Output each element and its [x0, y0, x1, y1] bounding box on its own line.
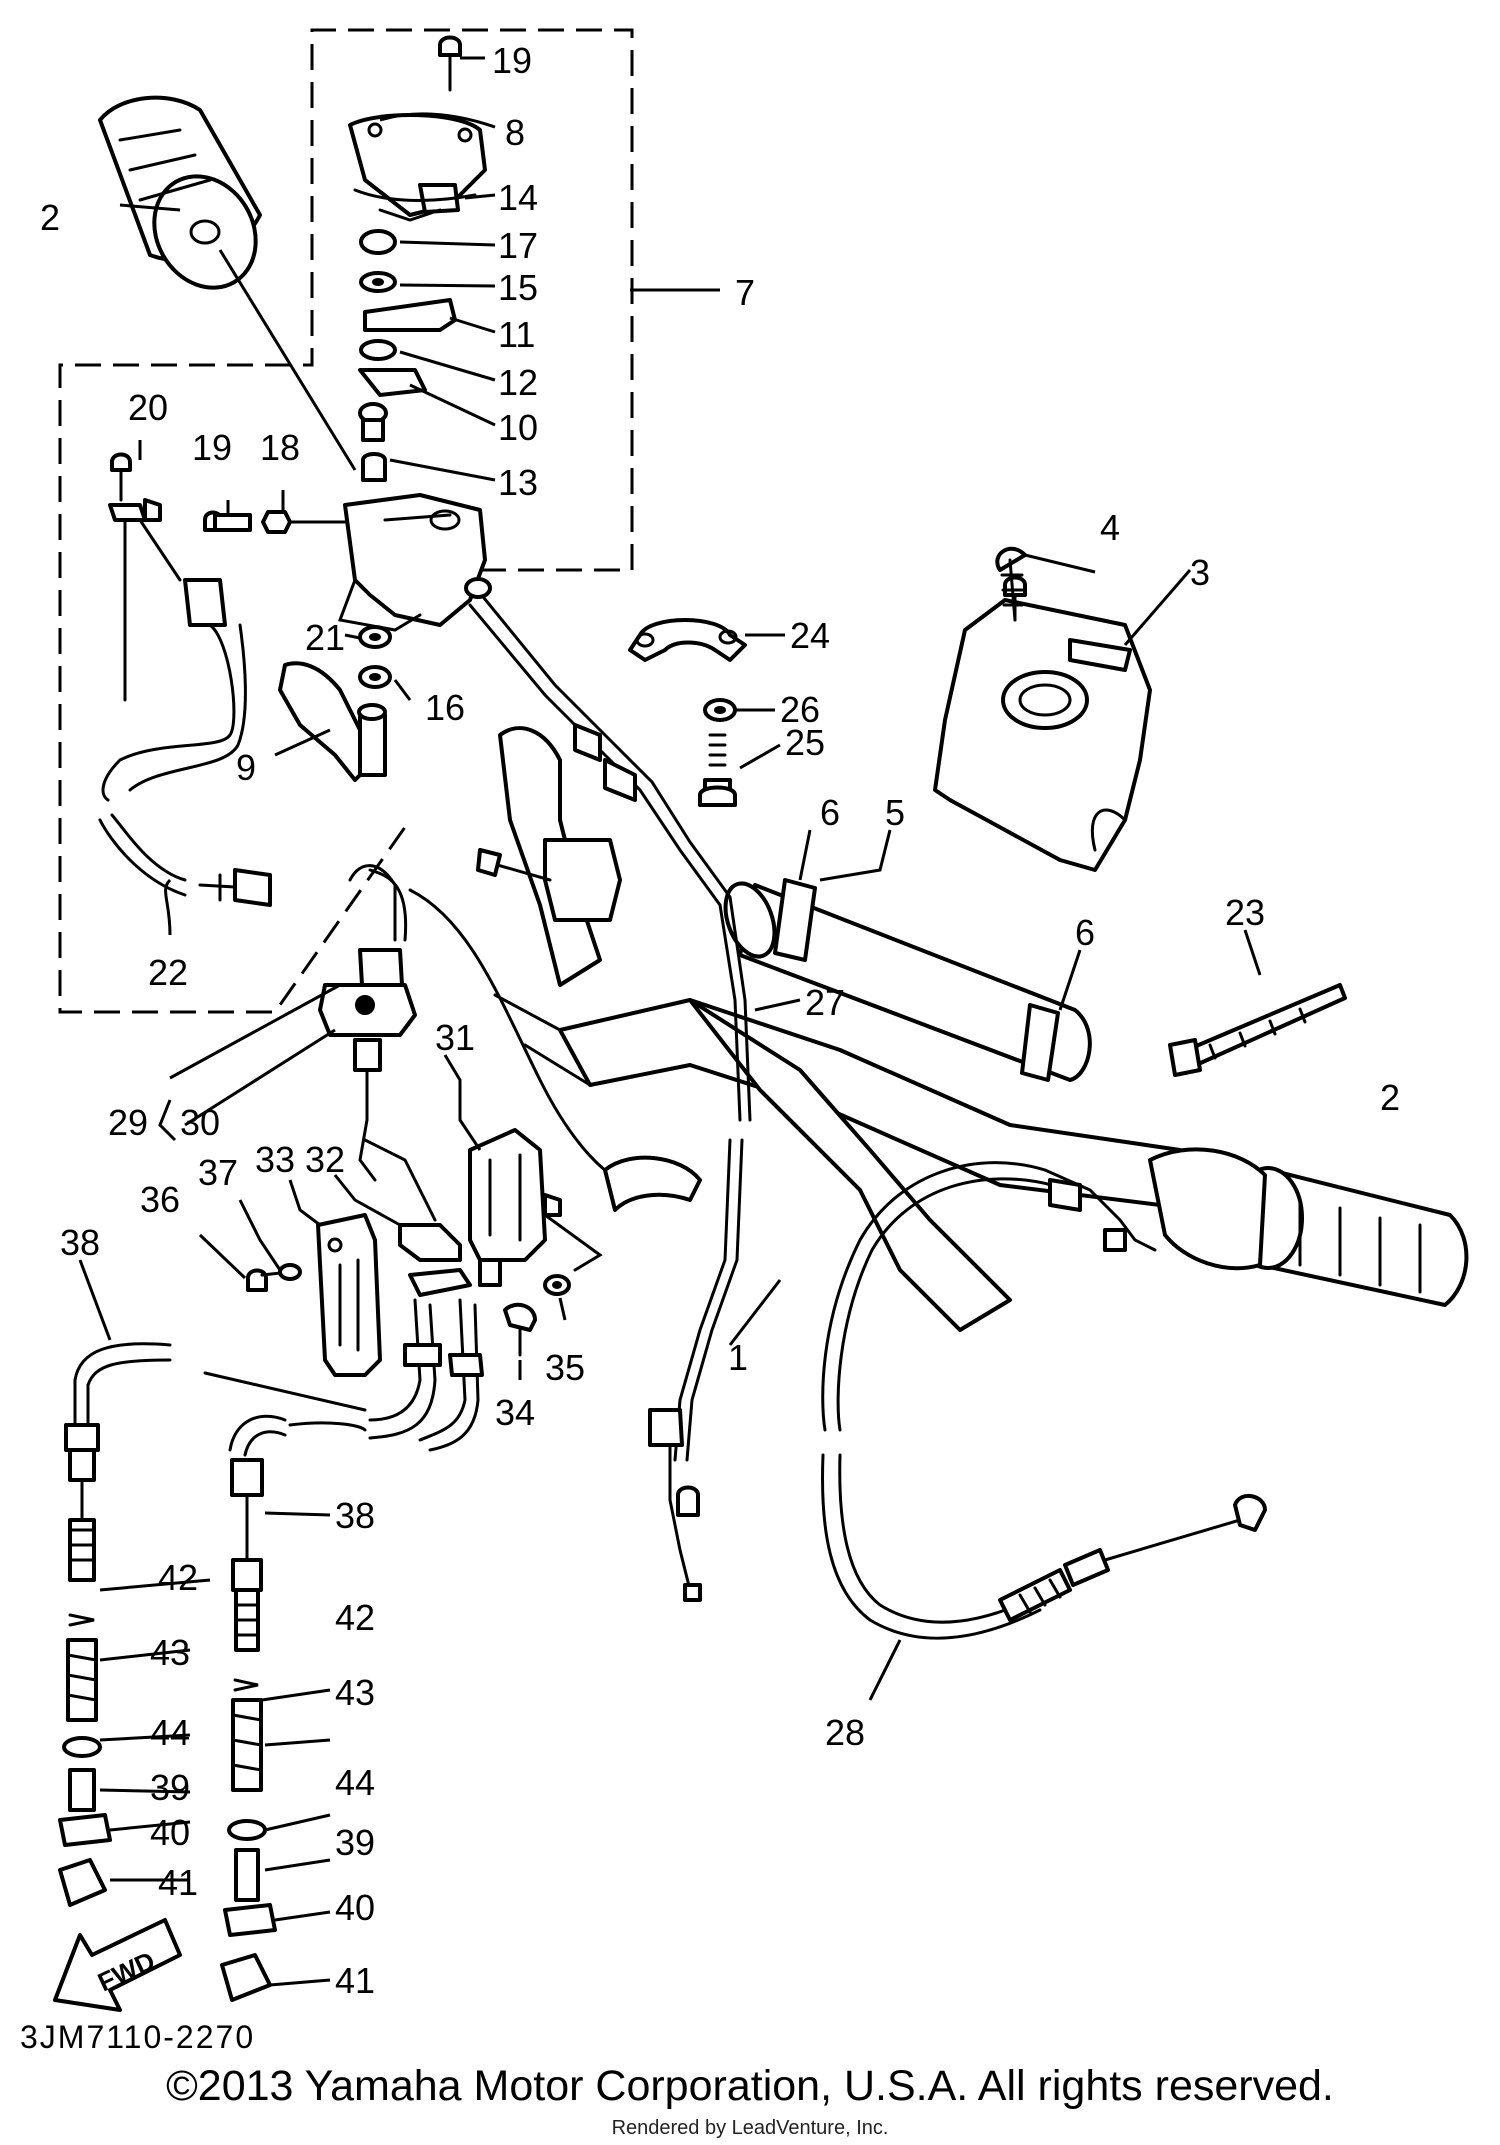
callout-12: 12 — [498, 362, 538, 403]
switch-and-screw-20 — [98, 452, 272, 907]
switch-31 — [468, 1128, 562, 1287]
callout-36: 36 — [140, 1179, 180, 1220]
callout-13: 13 — [498, 462, 538, 503]
callout-39: 39 — [335, 1822, 375, 1863]
switch-33 — [316, 1213, 382, 1377]
callout-25: 25 — [785, 722, 825, 763]
callout-24: 24 — [790, 615, 830, 656]
callout-32: 32 — [305, 1139, 345, 1180]
grip-5-with-clamps — [723, 878, 1092, 1082]
callout-44: 44 — [150, 1712, 190, 1753]
cable-38-left — [58, 1342, 172, 1907]
callout-38: 38 — [60, 1222, 100, 1263]
callout-28: 28 — [825, 1712, 865, 1753]
callout-17: 17 — [498, 225, 538, 266]
callout-23: 23 — [1225, 892, 1265, 933]
callout-20: 20 — [128, 387, 168, 428]
callout-6: 6 — [820, 792, 840, 833]
assembly-outline-7 — [58, 28, 634, 1014]
callout-34: 34 — [495, 1392, 535, 1433]
callout-15: 15 — [498, 267, 538, 308]
callout-14: 14 — [498, 177, 538, 218]
callout-3: 3 — [1190, 552, 1210, 593]
callout-19: 19 — [492, 40, 532, 81]
callout-18: 18 — [260, 427, 300, 468]
callout-41: 41 — [158, 1862, 198, 1903]
bolt-25 — [698, 733, 737, 807]
callout-29: 29 — [108, 1102, 148, 1143]
callout-26: 26 — [780, 689, 820, 730]
callouts: 19 8 14 17 15 11 12 10 13 7 2 20 19 18 2… — [20, 40, 1400, 2055]
callout-40: 40 — [335, 1887, 375, 1928]
screw-4 — [995, 546, 1027, 622]
fwd-arrow: FWD — [53, 1918, 182, 2012]
callout-22: 22 — [148, 952, 188, 993]
cable-tie-23 — [1168, 983, 1347, 1077]
callout-8: 8 — [505, 112, 525, 153]
cable-38-right — [220, 1414, 287, 2002]
callout-1: 1 — [728, 1337, 748, 1378]
callout-19: 19 — [192, 427, 232, 468]
copyright-notice: ©2013 Yamaha Motor Corporation, U.S.A. A… — [166, 2062, 1334, 2110]
callout-5: 5 — [885, 792, 905, 833]
callout-43: 43 — [335, 1672, 375, 1713]
callout-11: 11 — [498, 314, 535, 355]
handlebar — [493, 993, 1202, 1332]
throttle-housing — [337, 493, 492, 632]
cable-28 — [821, 1161, 1267, 1640]
brake-cable-assembly-29 — [318, 864, 702, 1212]
throttle-cover — [348, 113, 487, 222]
callout-2: 2 — [1380, 1077, 1400, 1118]
callout-31: 31 — [435, 1017, 475, 1058]
callout-37: 37 — [198, 1152, 238, 1193]
callout-44: 44 — [335, 1762, 375, 1803]
right-grip — [1148, 1147, 1469, 1307]
clamp-24 — [628, 618, 747, 662]
callout-9: 9 — [236, 747, 256, 788]
callout-35: 35 — [545, 1347, 585, 1388]
switch-housing — [933, 575, 1152, 872]
callout-41: 41 — [335, 1960, 375, 2001]
callout-30: 30 — [180, 1102, 220, 1143]
left-grip — [98, 95, 262, 290]
small-parts-stack — [358, 35, 462, 482]
bolt-19-nut-18 — [203, 510, 347, 534]
callout-10: 10 — [498, 407, 538, 448]
callout-39: 39 — [150, 1767, 190, 1808]
callout-33: 33 — [255, 1139, 295, 1180]
callout-43: 43 — [150, 1632, 190, 1673]
connector-32 — [363, 1138, 472, 1297]
throttle-lever — [278, 661, 387, 782]
washers-16-21 — [358, 625, 392, 689]
screw-34-washer-35 — [503, 1213, 603, 1357]
callout-40: 40 — [150, 1812, 190, 1853]
connector-leads-38 — [203, 1298, 484, 1452]
throttle-cable-27 — [468, 596, 752, 1602]
washer-37-screw-36 — [246, 1263, 302, 1292]
callout-38: 38 — [335, 1495, 375, 1536]
callout-42: 42 — [335, 1597, 375, 1638]
leader-lines — [78, 56, 1262, 1987]
callout-7: 7 — [735, 272, 755, 313]
callout-4: 4 — [1100, 507, 1120, 548]
callout-16: 16 — [425, 687, 465, 728]
callout-27: 27 — [805, 982, 845, 1023]
drawing-code: 3JM7110-2270 — [20, 2019, 255, 2055]
callout-2: 2 — [40, 197, 60, 238]
callout-21: 21 — [305, 617, 345, 658]
throttle-sleeve — [476, 726, 622, 987]
washer-26 — [703, 698, 737, 722]
callout-6: 6 — [1075, 912, 1095, 953]
rendered-by-notice: Rendered by LeadVenture, Inc. — [611, 2117, 889, 2139]
callout-42: 42 — [158, 1557, 198, 1598]
